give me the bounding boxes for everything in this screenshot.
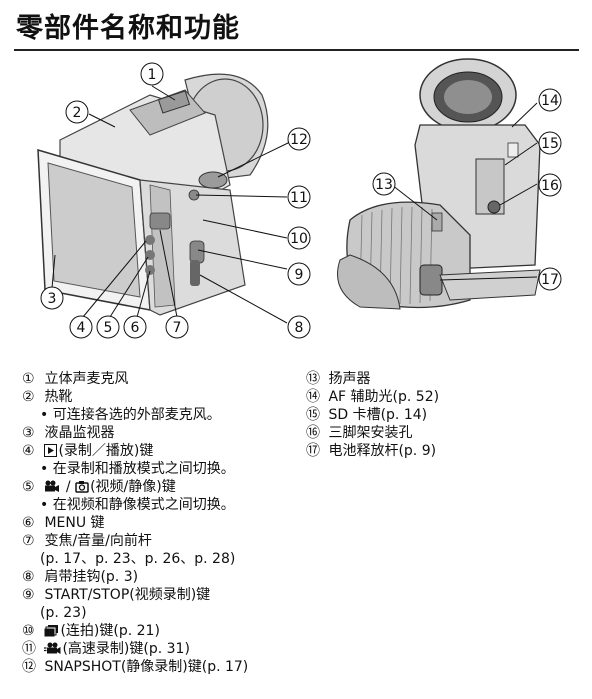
item-text: (连拍)键(p. 21) [60, 623, 160, 639]
parts-list-right: ⑬ 扬声器 ⑭ AF 辅助光(p. 52) ⑮ SD 卡槽(p. 14) ⑯ 三… [306, 370, 576, 460]
list-item: ③ 液晶监视器 [22, 424, 312, 442]
list-item: ⑥ MENU 键 [22, 514, 312, 532]
svg-text:17: 17 [541, 272, 559, 288]
list-item: ⑯ 三脚架安装孔 [306, 424, 576, 442]
high-speed-icon [44, 642, 61, 654]
page-title: 零部件名称和功能 [16, 13, 240, 44]
item-text: 电池释放杆(p. 9) [328, 443, 437, 459]
list-item: ⑫ SNAPSHOT(静像录制)键(p. 17) [22, 658, 312, 676]
camera-diagram: 1 2 3 4 5 6 7 8 9 10 11 12 13 14 15 16 1… [37, 58, 562, 339]
list-item: ⑭ AF 辅助光(p. 52) [306, 388, 576, 406]
item-text: 三脚架安装孔 [328, 425, 413, 441]
list-item: ⑬ 扬声器 [306, 370, 576, 388]
item-text: 立体声麦克风 [44, 371, 129, 387]
item-number: ⑩ [22, 623, 35, 639]
item-text: 扬声器 [328, 371, 371, 387]
list-item: ⑨ START/STOP(视频录制)键 [22, 586, 312, 604]
item-number: ⑮ [306, 407, 320, 423]
list-item: ⑩ (连拍)键(p. 21) [22, 622, 312, 640]
camera-rear-illustration [337, 58, 541, 310]
item-number: ⑨ [22, 587, 35, 603]
list-item: ⑰ 电池释放杆(p. 9) [306, 442, 576, 460]
item-number: ④ [22, 443, 35, 459]
item-note: • 可连接各选的外部麦克风。 [40, 407, 221, 423]
callout-numbers: 1 2 3 4 5 6 7 8 9 10 11 12 13 14 15 16 1… [48, 67, 559, 336]
still-camera-icon [75, 481, 89, 493]
item-text: (视频/静像)键 [90, 479, 176, 495]
burst-icon [44, 625, 59, 637]
item-note: • 在视频和静像模式之间切换。 [40, 497, 235, 513]
item-number: ⑯ [306, 425, 320, 441]
item-continuation: (p. 23) [40, 605, 87, 621]
item-number: ⑪ [22, 641, 36, 657]
parts-list-left: ① 立体声麦克风 ② 热靴 • 可连接各选的外部麦克风。 ③ 液晶监视器 ④ (… [22, 370, 312, 676]
svg-text:6: 6 [131, 320, 140, 336]
list-item: ⑦ 变焦/音量/向前杆 [22, 532, 312, 550]
item-number: ⑧ [22, 569, 35, 585]
item-text: SD 卡槽(p. 14) [328, 407, 428, 423]
svg-text:3: 3 [48, 291, 57, 307]
svg-text:2: 2 [73, 105, 82, 121]
svg-text:16: 16 [541, 178, 559, 194]
item-number: ① [22, 371, 35, 387]
item-note: • 在录制和播放模式之间切换。 [40, 461, 235, 477]
callout-markers [40, 62, 562, 339]
svg-text:1: 1 [148, 67, 157, 83]
item-text: MENU 键 [44, 515, 105, 531]
svg-text:11: 11 [290, 190, 308, 206]
svg-text:4: 4 [77, 320, 86, 336]
svg-text:13: 13 [375, 177, 393, 193]
list-item: ① 立体声麦克风 [22, 370, 312, 388]
item-continuation: (p. 17、p. 23、p. 26、p. 28) [40, 551, 236, 567]
title-divider [14, 49, 579, 51]
svg-text:8: 8 [295, 320, 304, 336]
item-number: ⑫ [22, 659, 36, 675]
item-text: AF 辅助光(p. 52) [328, 389, 440, 405]
list-item: ② 热靴 [22, 388, 312, 406]
list-item: ⑧ 肩带挂钩(p. 3) [22, 568, 312, 586]
callout-leaders [51, 85, 538, 324]
item-text: 热靴 [44, 389, 73, 405]
item-text: 肩带挂钩(p. 3) [44, 569, 139, 585]
item-text: (录制／播放)键 [58, 443, 154, 459]
svg-text:15: 15 [541, 136, 559, 152]
list-item: ⑤ / (视频/静像)键 [22, 479, 176, 495]
item-number: ⑭ [306, 389, 320, 405]
item-number: ③ [22, 425, 35, 441]
svg-text:10: 10 [290, 231, 308, 247]
svg-text:5: 5 [104, 320, 113, 336]
list-item: ⑪ (高速录制)键(p. 31) [22, 640, 312, 658]
item-number: ② [22, 389, 35, 405]
item-text: 变焦/音量/向前杆 [44, 533, 152, 549]
svg-text:14: 14 [541, 93, 559, 109]
svg-text:7: 7 [173, 320, 182, 336]
item-number: ⑰ [306, 443, 320, 459]
item-number: ⑤ [22, 479, 35, 495]
video-camera-icon [45, 480, 60, 492]
list-item: ④ (录制／播放)键 [22, 442, 312, 460]
item-number: ⑬ [306, 371, 320, 387]
svg-text:12: 12 [290, 132, 308, 148]
item-text: SNAPSHOT(静像录制)键(p. 17) [44, 659, 249, 675]
item-text: (高速录制)键(p. 31) [62, 641, 190, 657]
item-number: ⑥ [22, 515, 35, 531]
list-item: ⑮ SD 卡槽(p. 14) [306, 406, 576, 424]
item-text: START/STOP(视频录制)键 [44, 587, 211, 603]
item-number: ⑦ [22, 533, 35, 549]
item-text: 液晶监视器 [44, 425, 115, 441]
svg-text:9: 9 [295, 267, 304, 283]
play-icon [44, 444, 58, 457]
